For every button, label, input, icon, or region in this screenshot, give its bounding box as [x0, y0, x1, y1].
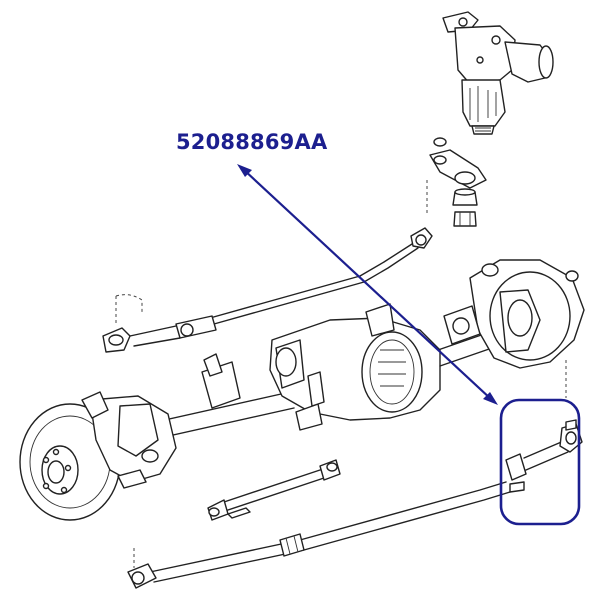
tie-rod [127, 481, 511, 589]
drag-link [102, 227, 433, 353]
part-number-label: 52088869AA [176, 130, 328, 154]
tie-rod-end [505, 419, 583, 493]
front-axle-housing [119, 303, 493, 447]
callout-arrow [237, 164, 498, 405]
right-knuckle-hub [443, 259, 585, 398]
left-rotor-knuckle [19, 391, 177, 521]
steering-damper [207, 459, 341, 521]
steering-gear-box [442, 11, 554, 135]
part-highlight-circle [499, 398, 581, 526]
pitman-arm-assembly [426, 137, 487, 227]
